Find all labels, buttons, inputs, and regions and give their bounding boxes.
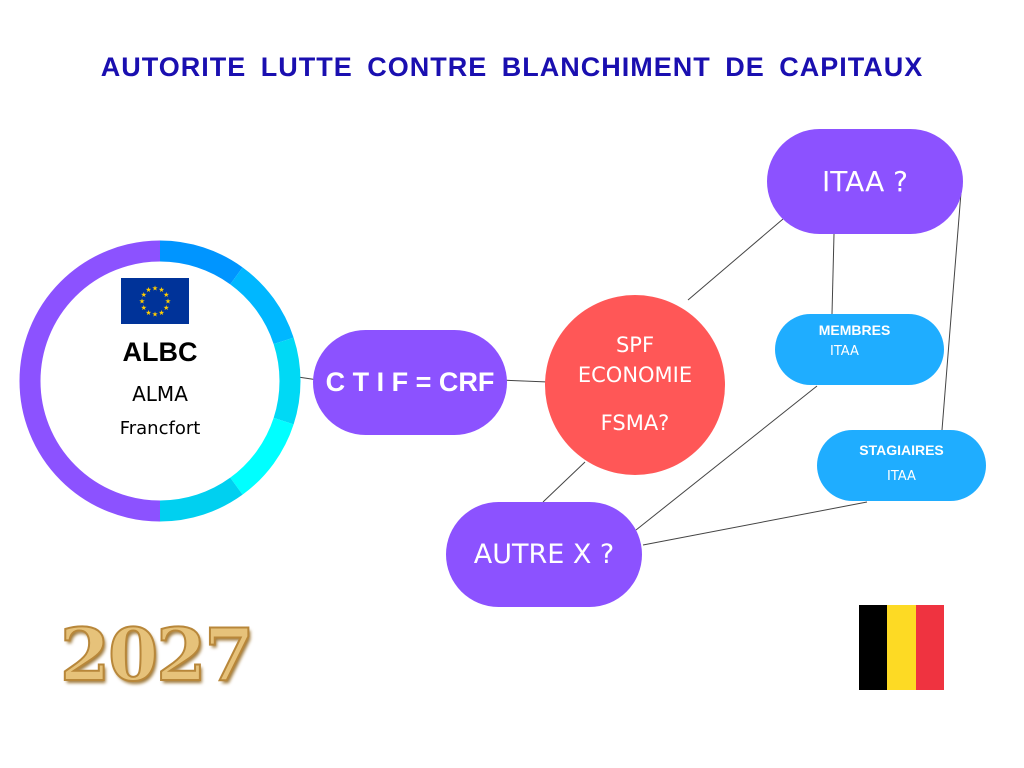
autre-label: AUTRE X ? (473, 539, 615, 570)
ctif-node[interactable]: C T I F = CRF (313, 330, 507, 435)
ring-segment (230, 267, 294, 345)
albc-label: ALBC ALMA Francfort (40, 330, 280, 439)
stagiaires-sub: ITAA (887, 469, 916, 484)
autre-node[interactable]: AUTRE X ? (446, 502, 642, 607)
ring-segment (273, 337, 301, 425)
star-icon: ★ (145, 309, 151, 317)
membres-title: MEMBRES (818, 322, 891, 338)
connector (687, 218, 784, 301)
star-icon: ★ (141, 291, 147, 299)
star-icon: ★ (139, 298, 145, 306)
star-icon: ★ (163, 304, 169, 312)
stagiaires-title: STAGIAIRES (859, 442, 944, 458)
membres-sub: ITAA (830, 344, 859, 359)
spf-line3: FSMA? (600, 411, 670, 435)
star-icon: ★ (152, 311, 158, 319)
star-icon: ★ (145, 286, 151, 294)
connector (941, 179, 963, 431)
star-icon: ★ (158, 286, 164, 294)
itaa-node[interactable]: ITAA ? (767, 129, 963, 234)
itaa-label: ITAA ? (821, 165, 909, 198)
membres-node[interactable]: MEMBRES ITAA (775, 314, 944, 385)
ring-segment (230, 417, 294, 495)
spf-line1: SPF (615, 333, 655, 357)
ctif-label: C T I F = CRF (325, 367, 495, 397)
star-icon: ★ (163, 291, 169, 299)
ring-segment (159, 240, 243, 285)
ring-segment (19, 240, 161, 522)
star-icon: ★ (141, 304, 147, 312)
page-title: AUTORITE LUTTE CONTRE BLANCHIMENT DE CAP… (100, 52, 924, 82)
star-icon: ★ (158, 309, 164, 317)
stagiaires-node[interactable]: STAGIAIRES ITAA (817, 430, 986, 501)
albc-city: Francfort (119, 418, 201, 439)
star-icon: ★ (165, 298, 171, 306)
albc-sub: ALMA (132, 382, 188, 406)
star-icon: ★ (152, 285, 158, 293)
spf-line2: ECONOMIE (577, 363, 693, 387)
albc-name: ALBC (122, 337, 198, 367)
connector (635, 385, 818, 531)
eu-flag-icon: ★★★★★★★★★★★★ (121, 278, 189, 324)
connector (499, 379, 549, 383)
belgium-flag-icon (859, 605, 944, 690)
connector (542, 461, 586, 503)
albc-ring (19, 240, 301, 522)
ring-segment (159, 477, 243, 522)
connector (831, 233, 835, 315)
spf-node[interactable]: SPF ECONOMIE FSMA? (545, 295, 725, 475)
connector (642, 501, 868, 546)
year-label: 2027 (59, 611, 255, 698)
